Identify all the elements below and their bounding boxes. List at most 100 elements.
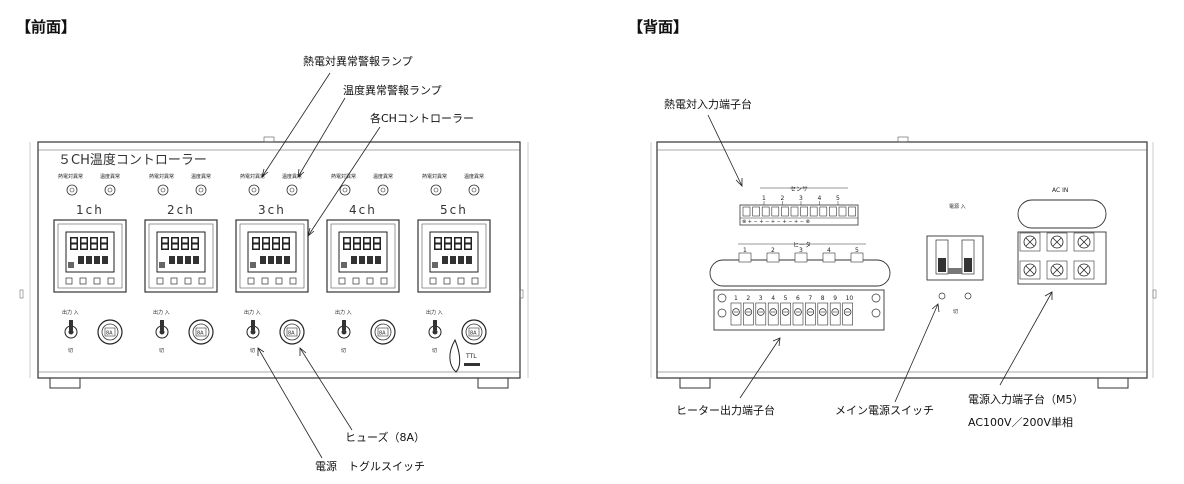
display-digit: [373, 237, 381, 250]
thermo-alarm-lamp: [157, 184, 169, 196]
display-digit: [272, 237, 280, 250]
front-callouts: [257, 72, 381, 459]
callout-heater-output: ヒーター出力端子台: [676, 403, 775, 417]
channel-group: 熱電対異常温度異常4ch出力 入切8A: [326, 173, 400, 354]
heater-terminal-number: 10: [846, 295, 854, 302]
sensor-terminal-block: [739, 187, 859, 226]
heater-tab: [822, 252, 836, 263]
display-digit: [444, 237, 452, 250]
controller-button: [352, 277, 360, 285]
display-digit: [191, 237, 199, 250]
controller-button: [429, 277, 437, 285]
power-switch-top-label: 電源 入: [949, 203, 966, 210]
controller-button: [93, 277, 101, 285]
display-digit: [464, 237, 472, 250]
switch-on-label: 出力 入: [335, 309, 352, 316]
channel-label: 2ch: [167, 203, 195, 217]
sensor-terminal-post: [838, 206, 847, 217]
fuse-rating-text: 8A: [288, 331, 295, 337]
controller-button: [457, 277, 465, 285]
fuse-rating-text: 8A: [470, 331, 477, 337]
sensor-label: センサ: [790, 186, 808, 193]
temp-lamp-label: 温度異常: [100, 173, 120, 180]
thermo-lamp-label: 熱電対異常: [149, 173, 174, 180]
temp-alarm-lamp: [104, 184, 116, 196]
switch-on-label: 出力 入: [62, 309, 79, 316]
temp-alarm-lamp: [377, 184, 389, 196]
display-digit: [70, 237, 78, 250]
temp-lamp-label: 温度異常: [464, 173, 484, 180]
heater-terminal-number: 8: [821, 295, 825, 302]
display-sub-digit: [268, 256, 274, 264]
heater-terminal-screw: [805, 302, 816, 326]
ac-in-label: AC IN: [1052, 187, 1068, 194]
display-sub-digit: [86, 256, 92, 264]
back-callouts: [707, 114, 1053, 403]
display-digit: [282, 237, 290, 250]
temp-lamp-label: 温度異常: [282, 173, 302, 180]
heater-terminal-number: 9: [833, 295, 837, 302]
sensor-number: 3: [799, 195, 803, 202]
display-sub-digit: [458, 256, 464, 264]
display-digit: [181, 237, 189, 250]
controller-button: [289, 277, 297, 285]
switch-on-label: 出力 入: [153, 309, 170, 316]
controller-button: [275, 277, 283, 285]
fuse-rating-text: 8A: [197, 331, 204, 337]
sensor-terminal-post: [742, 206, 751, 217]
sensor-number: 4: [818, 195, 822, 202]
sensor-polarity: ⊗ + − + − + − + − + − ⊗: [742, 219, 810, 225]
display-sub-digit: [169, 256, 175, 264]
controller-button: [443, 277, 451, 285]
switch-off-label: 切: [341, 347, 346, 354]
channel-group: 熱電対異常 温度異常 2ch 出力 入切 8A: [144, 173, 218, 354]
heater-terminal-screw: [743, 302, 754, 326]
sensor-terminal-post: [829, 206, 837, 217]
channel-group: 熱電対異常温度異常5ch出力 入切8A: [417, 173, 491, 354]
channel-group: 熱電対異常温度異常3ch出力 入切8A: [235, 173, 309, 354]
switch-off-label: 切: [159, 347, 164, 354]
main-power-switch: [926, 235, 984, 300]
sensor-terminal-post: [781, 206, 789, 217]
heater-terminal-number: 2: [746, 295, 750, 302]
controller-button: [261, 277, 269, 285]
heater-number: 2: [771, 247, 775, 254]
display-sub-digit: [185, 256, 191, 264]
display-digit: [454, 237, 462, 250]
callout-controller: 各CHコントローラー: [370, 111, 474, 125]
display-sub-digit: [94, 256, 100, 264]
channel-group: 熱電対異常温度異常1ch出力 入切8A: [53, 173, 127, 354]
display-sub-digit: [351, 256, 357, 264]
thermo-alarm-lamp: [66, 184, 78, 196]
ttl-logo: TTL: [449, 338, 480, 373]
display-sub-digit: [367, 256, 373, 264]
channel-label: 4ch: [349, 203, 377, 217]
callout-toggle: 電源 トグルスイッチ: [315, 459, 425, 473]
sensor-number: 1: [762, 195, 766, 202]
heater-tab: [850, 252, 864, 263]
display-digit: [343, 237, 351, 250]
fuse-rating-text: 8A: [379, 331, 386, 337]
channel-label: 1ch: [76, 203, 104, 217]
thermo-lamp-label: 熱電対異常: [422, 173, 447, 180]
switch-off-label: 切: [432, 347, 437, 354]
thermo-lamp-label: 熱電対異常: [58, 173, 83, 180]
callout-power-spec: AC100V／200V単相: [968, 415, 1073, 429]
heater-terminal-number: 3: [759, 295, 763, 302]
heater-cover: [709, 243, 891, 287]
logo-text: TTL: [465, 353, 477, 360]
sensor-terminal-post: [790, 206, 799, 217]
display-sub-digit: [177, 256, 183, 264]
display-sub-digit: [450, 256, 456, 264]
temp-lamp-label: 温度異常: [191, 173, 211, 180]
display-sub-digit: [193, 256, 199, 264]
controller-button: [366, 277, 374, 285]
heater-number: 4: [827, 247, 831, 254]
display-sub-digit: [102, 256, 108, 264]
controller-button: [170, 277, 178, 285]
thermo-alarm-lamp: [339, 184, 351, 196]
display-sub-digit: [78, 256, 84, 264]
